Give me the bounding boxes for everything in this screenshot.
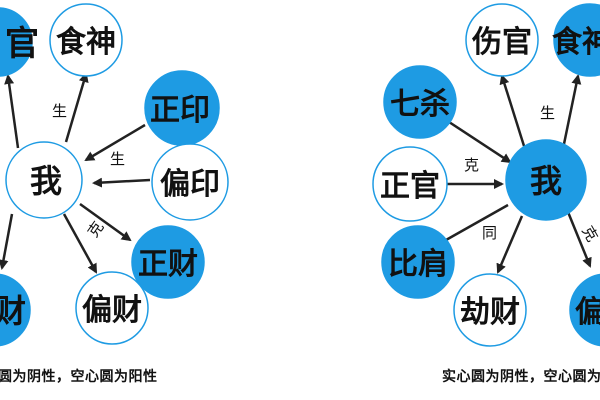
arrow-center-to-shishen-right: [562, 74, 582, 145]
node-shishen-right-label: 食神: [552, 25, 600, 60]
arrow-center-to-guan: [4, 74, 20, 149]
node-qisha: 七杀: [383, 65, 457, 139]
right-arrows: [445, 74, 592, 274]
arrow-qisha-to-center: [445, 118, 512, 164]
node-shishen-left-label: 食神: [56, 25, 116, 60]
node-guan: 官: [0, 7, 39, 77]
node-shangguan: 伤官: [465, 3, 539, 77]
arrow-center-to-shishen: [64, 72, 89, 143]
node-zhengcai-label: 正财: [138, 247, 198, 282]
node-pianyin-label: 偏印: [160, 167, 220, 202]
right-diagram: 伤官 食神 七杀 正官 比肩 劫财 偏 我 生 克: [372, 3, 600, 347]
arrow-center-to-cai: [0, 213, 14, 270]
arrow-center-to-shangguan: [499, 74, 526, 147]
node-center-right: 我: [505, 139, 587, 221]
node-zhengyin-label: 正印: [150, 93, 210, 128]
node-cai-label: 财: [0, 292, 26, 330]
left-rel-sheng-top: 生: [52, 102, 67, 120]
node-bijian-label: 比肩: [388, 247, 448, 282]
node-pianyin: 偏印: [151, 143, 229, 221]
arrow-zhengyin-to-center: [84, 123, 146, 162]
node-pian-label: 偏: [575, 295, 600, 330]
node-shishen-right: 食神: [552, 3, 600, 77]
node-shishen-left: 食神: [49, 3, 123, 77]
left-diagram: 官 食神 正印 偏印 正财 偏财 财 我 生: [0, 3, 229, 347]
arrow-center-to-jiecai: [496, 215, 524, 274]
right-rel-ke-right: 克: [578, 223, 600, 245]
node-jiecai-label: 劫财: [460, 295, 520, 330]
node-piancai: 偏财: [75, 271, 149, 345]
node-center-right-label: 我: [530, 162, 562, 200]
node-piancai-label: 偏财: [82, 293, 142, 328]
node-shangguan-label: 伤官: [471, 25, 532, 60]
right-rel-sheng-top: 生: [540, 104, 555, 122]
node-cai: 财: [0, 273, 31, 347]
left-rel-sheng-right: 生: [110, 150, 125, 168]
left-arrows: [0, 72, 151, 274]
node-guan-label: 官: [5, 24, 39, 64]
node-pian: 偏: [569, 273, 600, 347]
node-bijian: 比肩: [381, 225, 455, 299]
node-zhengyin: 正印: [144, 70, 220, 146]
node-jiecai: 劫财: [453, 273, 527, 347]
node-center-left: 我: [5, 141, 83, 219]
arrow-center-to-piancai: [62, 213, 98, 274]
arrow-pianyin-to-center: [92, 177, 151, 188]
right-caption: 实心圆为阴性，空心圆为: [442, 369, 600, 385]
node-zhengguan-label: 正官: [380, 169, 440, 204]
right-rel-ke-left: 克: [464, 156, 479, 174]
arrow-center-to-pian: [566, 211, 592, 268]
line-center-to-bijian: [445, 203, 509, 242]
node-center-left-label: 我: [30, 162, 62, 200]
left-caption: 圆为阴性，空心圆为阳性: [0, 369, 158, 385]
right-rel-tong: 同: [482, 224, 497, 242]
node-qisha-label: 七杀: [390, 87, 450, 122]
node-zhengcai: 正财: [131, 225, 205, 299]
node-zhengguan: 正官: [372, 146, 448, 222]
arrow-center-to-zhengcai: [79, 202, 132, 242]
